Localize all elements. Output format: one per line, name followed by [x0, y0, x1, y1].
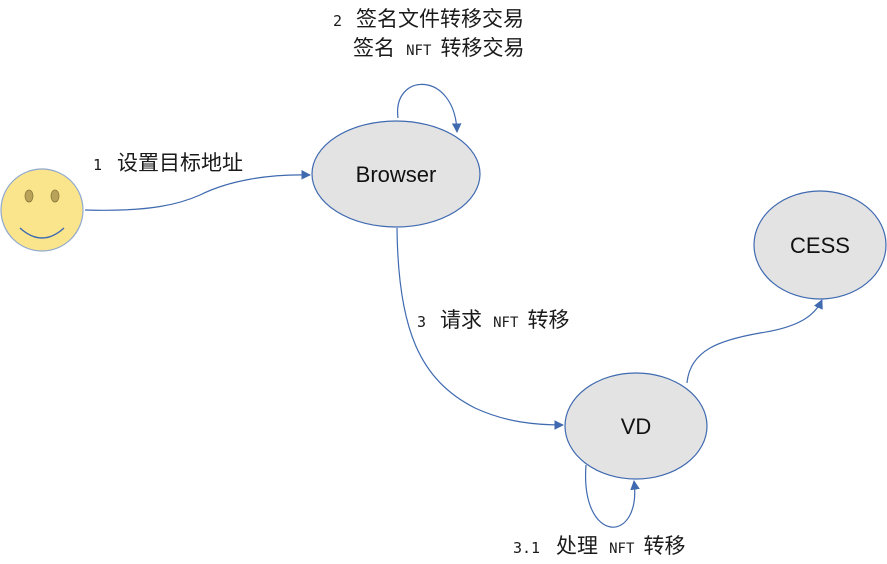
step31-prefix: 处理	[556, 534, 598, 558]
step31-suffix: 转移	[643, 534, 685, 558]
node-cess-label: CESS	[790, 233, 850, 258]
step3-prefix: 请求	[440, 308, 482, 332]
step2-line2-prefix: 签名	[353, 36, 395, 60]
step31-nft: NFT	[609, 541, 635, 557]
node-vd[interactable]: VD	[564, 372, 708, 480]
edge-user-to-browser	[84, 169, 311, 211]
step3-label: 3 请求 NFT 转移	[417, 308, 569, 332]
step3-number: 3	[417, 313, 426, 331]
node-browser[interactable]: Browser	[311, 120, 481, 228]
step3-text: 请求 NFT 转移	[440, 308, 569, 332]
edge-browser-self-loop	[397, 83, 462, 133]
edge-browser-to-vd	[396, 227, 564, 430]
step2-line2: 签名 NFT 转移交易	[353, 36, 524, 60]
node-cess[interactable]: CESS	[753, 190, 887, 300]
user-smiley-icon	[0, 168, 84, 252]
step31-label: 3.1 处理 NFT 转移	[513, 534, 685, 558]
step2-number: 2	[333, 12, 342, 30]
step31-text: 处理 NFT 转移	[556, 534, 685, 558]
step1-text: 设置目标地址	[117, 151, 243, 175]
step2-line1: 签名文件转移交易	[356, 7, 524, 31]
node-browser-label: Browser	[356, 162, 437, 187]
edge-vd-self-loop	[585, 464, 640, 528]
step2-line2-nft: NFT	[406, 43, 432, 59]
step3-nft: NFT	[493, 315, 519, 331]
step2-line2-suffix: 转移交易	[440, 36, 524, 60]
step31-number: 3.1	[513, 539, 540, 557]
step3-suffix: 转移	[527, 308, 569, 332]
node-vd-label: VD	[621, 414, 652, 439]
step1-number: 1	[93, 156, 102, 174]
step1-label: 1 设置目标地址	[93, 151, 243, 175]
step2-label: 2 签名文件转移交易 签名 NFT 转移交易	[333, 7, 524, 60]
edge-vd-to-cess	[686, 299, 823, 384]
